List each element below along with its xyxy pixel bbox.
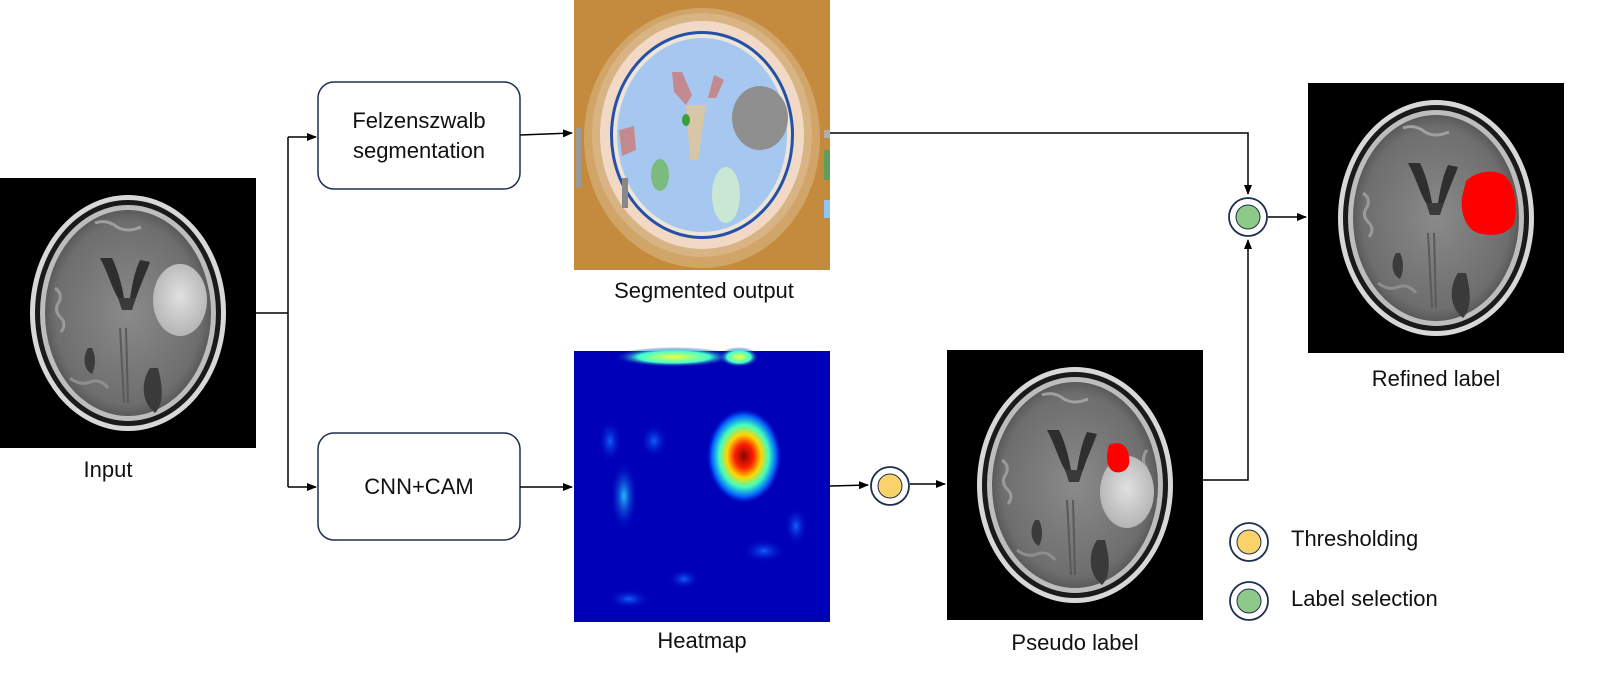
input-caption: Input: [83, 457, 133, 482]
refined-label-caption: Refined label: [1371, 366, 1501, 391]
felzenszwalb-label: Felzenszwalb segmentation: [318, 106, 520, 166]
heatmap-caption: Heatmap: [657, 628, 747, 653]
input-image: [0, 176, 258, 450]
felzenszwalb-box: [317, 81, 521, 190]
refined-label-image: [1306, 81, 1566, 355]
threshold-node: [870, 466, 910, 506]
pseudo-label-caption: Pseudo label: [1011, 630, 1139, 655]
heatmap-image: [574, 347, 830, 622]
segmented-output-caption: Segmented output: [614, 278, 794, 303]
legend-threshold-icon: [1229, 522, 1269, 562]
felzenszwalb-line2: segmentation: [352, 138, 486, 163]
segmented-output-image: [574, 0, 830, 270]
legend-thresholding-text: Thresholding: [1291, 526, 1419, 551]
pseudo-label-image: [945, 348, 1205, 622]
connectors: [256, 129, 1307, 491]
felzenszwalb-line1: Felzenszwalb: [352, 108, 486, 133]
legend-selection-icon: [1229, 581, 1269, 621]
cnn-cam-label: CNN+CAM: [364, 474, 474, 499]
legend-label-selection-text: Label selection: [1291, 586, 1438, 611]
label-selection-node: [1228, 197, 1268, 237]
